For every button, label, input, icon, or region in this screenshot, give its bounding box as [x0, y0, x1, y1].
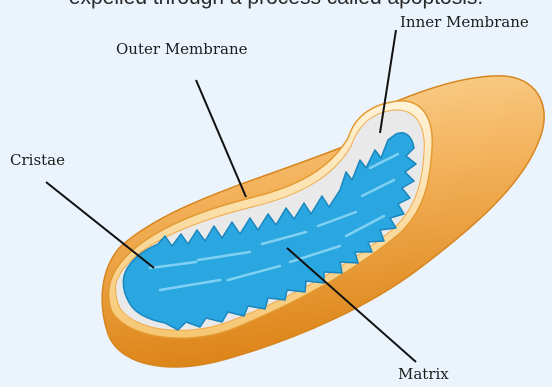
label-inner-membrane: Inner Membrane [400, 13, 529, 31]
label-cristae: Cristae [10, 151, 65, 169]
leader-line-outer-membrane [196, 80, 246, 197]
leader-line-cristae [46, 182, 154, 268]
label-outer-membrane: Outer Membrane [116, 40, 248, 58]
label-matrix: Matrix [398, 365, 449, 383]
